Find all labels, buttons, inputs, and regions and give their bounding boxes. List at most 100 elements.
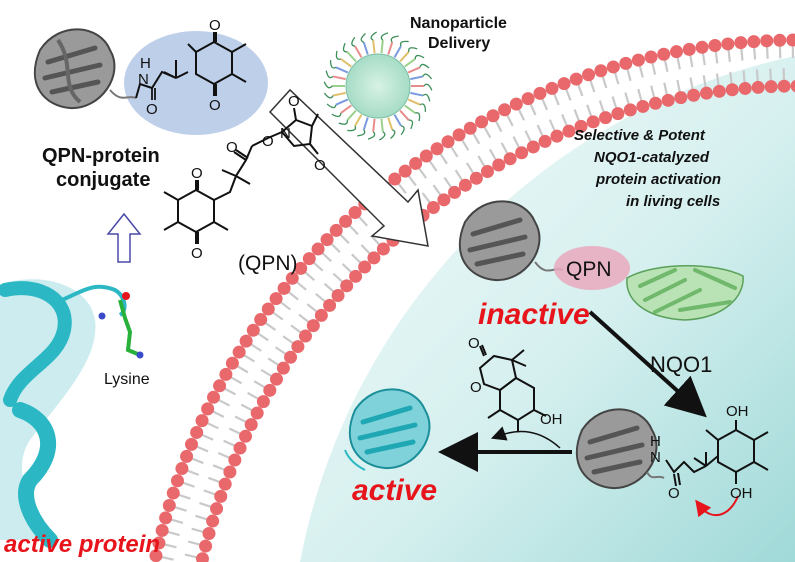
lipid-head-inner (538, 134, 552, 148)
delivery-arrow (268, 88, 429, 247)
quinone-o-bottom: O (209, 97, 221, 114)
nanoparticle-lipid (410, 75, 424, 81)
peg-chain (323, 81, 333, 89)
inactive-label: inactive (478, 298, 590, 331)
nanoparticle-lipid (404, 58, 416, 68)
caption-line: in living cells (626, 193, 720, 210)
ester-carbonyl-o: O (226, 139, 238, 156)
ester-o-atom: O (262, 133, 274, 150)
peg-chain (390, 35, 399, 43)
active-protein-structure (344, 388, 431, 471)
nanoparticle-lipid (335, 98, 349, 106)
imide-n-atom: N (280, 125, 291, 142)
lipid-head-outer (557, 77, 571, 91)
nanoparticle-lipid (332, 91, 346, 97)
nanoparticle-lipid (346, 109, 357, 121)
lipid-head-outer (569, 72, 583, 86)
hydroquinone-oh-bottom: OH (730, 485, 753, 502)
lipid-head-outer (159, 511, 173, 525)
lipid-head-outer (409, 156, 423, 170)
lipid-head-outer (162, 498, 176, 512)
nhs-o-bottom: O (314, 157, 326, 174)
nanoparticle-lipid (407, 66, 421, 74)
nanoparticle-lipid (362, 117, 369, 131)
release-arrow (490, 426, 561, 449)
conjugate-label-line1: QPN-protein (42, 145, 160, 167)
nanoparticle-lipid (399, 51, 410, 63)
lipid-head-inner (777, 79, 791, 93)
qpn-tag-label: QPN (566, 258, 612, 281)
lipid-head-outer (311, 242, 325, 256)
lipid-head-outer (430, 142, 444, 156)
lipid-head-outer (463, 121, 477, 135)
lipid-head-inner (699, 86, 713, 100)
lipid-head-outer (747, 35, 761, 49)
peg-chain (379, 131, 386, 141)
peg-chain (326, 103, 337, 109)
caption-line: protein activation (595, 171, 721, 188)
peg-chain (414, 54, 425, 60)
peg-chain (338, 120, 348, 125)
conjugate-chemistry (135, 32, 247, 100)
lipid-head-inner (674, 91, 688, 105)
lipid-head-inner (611, 107, 625, 121)
nanoparticle-label-line1: Nanoparticle (410, 15, 507, 32)
lipid-head-inner (648, 96, 662, 110)
lactone-ring-o: O (470, 379, 482, 396)
lipid-head-inner (218, 477, 232, 491)
protein-conjugate-structure (33, 28, 137, 110)
nanoparticle-lipid (354, 45, 363, 58)
lipid-head-outer (669, 45, 683, 59)
lipid-head-inner (458, 178, 472, 192)
lipid-head-outer (302, 252, 316, 266)
nanoparticle-label-line2: Delivery (428, 35, 490, 52)
lipid-head-outer (388, 172, 402, 186)
nqo1-label: NQO1 (650, 352, 712, 377)
peg-chain (400, 125, 405, 136)
lipid-head-outer (644, 50, 658, 64)
lipid-head-inner (687, 88, 701, 102)
lactone-byproduct-chemistry (478, 344, 547, 432)
peg-chain (390, 129, 396, 140)
nanoparticle-lipid (346, 51, 357, 63)
amide-h-atom: H (140, 55, 151, 72)
lipid-head-outer (657, 47, 671, 61)
lactone-oh: OH (540, 411, 563, 428)
lipid-head-outer (239, 334, 253, 348)
lipid-head-inner (712, 84, 726, 98)
qpn-reagent-chemistry (163, 107, 319, 244)
peg-chain (408, 47, 418, 52)
lipid-head-outer (232, 345, 246, 359)
caption-line: NQO1-catalyzed (594, 149, 710, 166)
hydroquinone-oh-top: OH (726, 403, 749, 420)
lipid-head-outer (155, 523, 169, 537)
lipid-head-outer (201, 402, 215, 416)
hydroquinone-chemistry (665, 420, 769, 487)
lipid-head-outer (190, 425, 204, 439)
nanoparticle-lipid (372, 40, 376, 54)
lipid-head-inner (725, 83, 739, 97)
peg-chain (380, 32, 389, 41)
lipid-head-outer (419, 149, 433, 163)
lipid-head-outer (294, 261, 308, 275)
lipid-head-inner (550, 129, 564, 143)
nanoparticle-lipid (380, 118, 384, 132)
lipid-head-outer (682, 42, 696, 56)
lipid-head-outer (180, 449, 194, 463)
lipid-head-inner (751, 80, 765, 94)
nhs-o-top: O (288, 93, 300, 110)
conjugate-label-line2: conjugate (56, 169, 150, 191)
peg-chain (423, 83, 433, 91)
lipid-head-inner (503, 152, 517, 166)
lipid-head-outer (631, 53, 645, 67)
caption-block: Selective & Potent NQO1-catalyzed protei… (574, 127, 721, 210)
lipid-head-outer (329, 223, 343, 237)
lipid-head-inner (284, 350, 298, 364)
lipid-head-outer (773, 33, 787, 47)
inactive-protein-structure (458, 200, 564, 282)
lipid-head-inner (291, 340, 305, 354)
active-label: active (352, 474, 437, 507)
lipid-head-outer (166, 486, 180, 500)
lipid-head-outer (320, 233, 334, 247)
